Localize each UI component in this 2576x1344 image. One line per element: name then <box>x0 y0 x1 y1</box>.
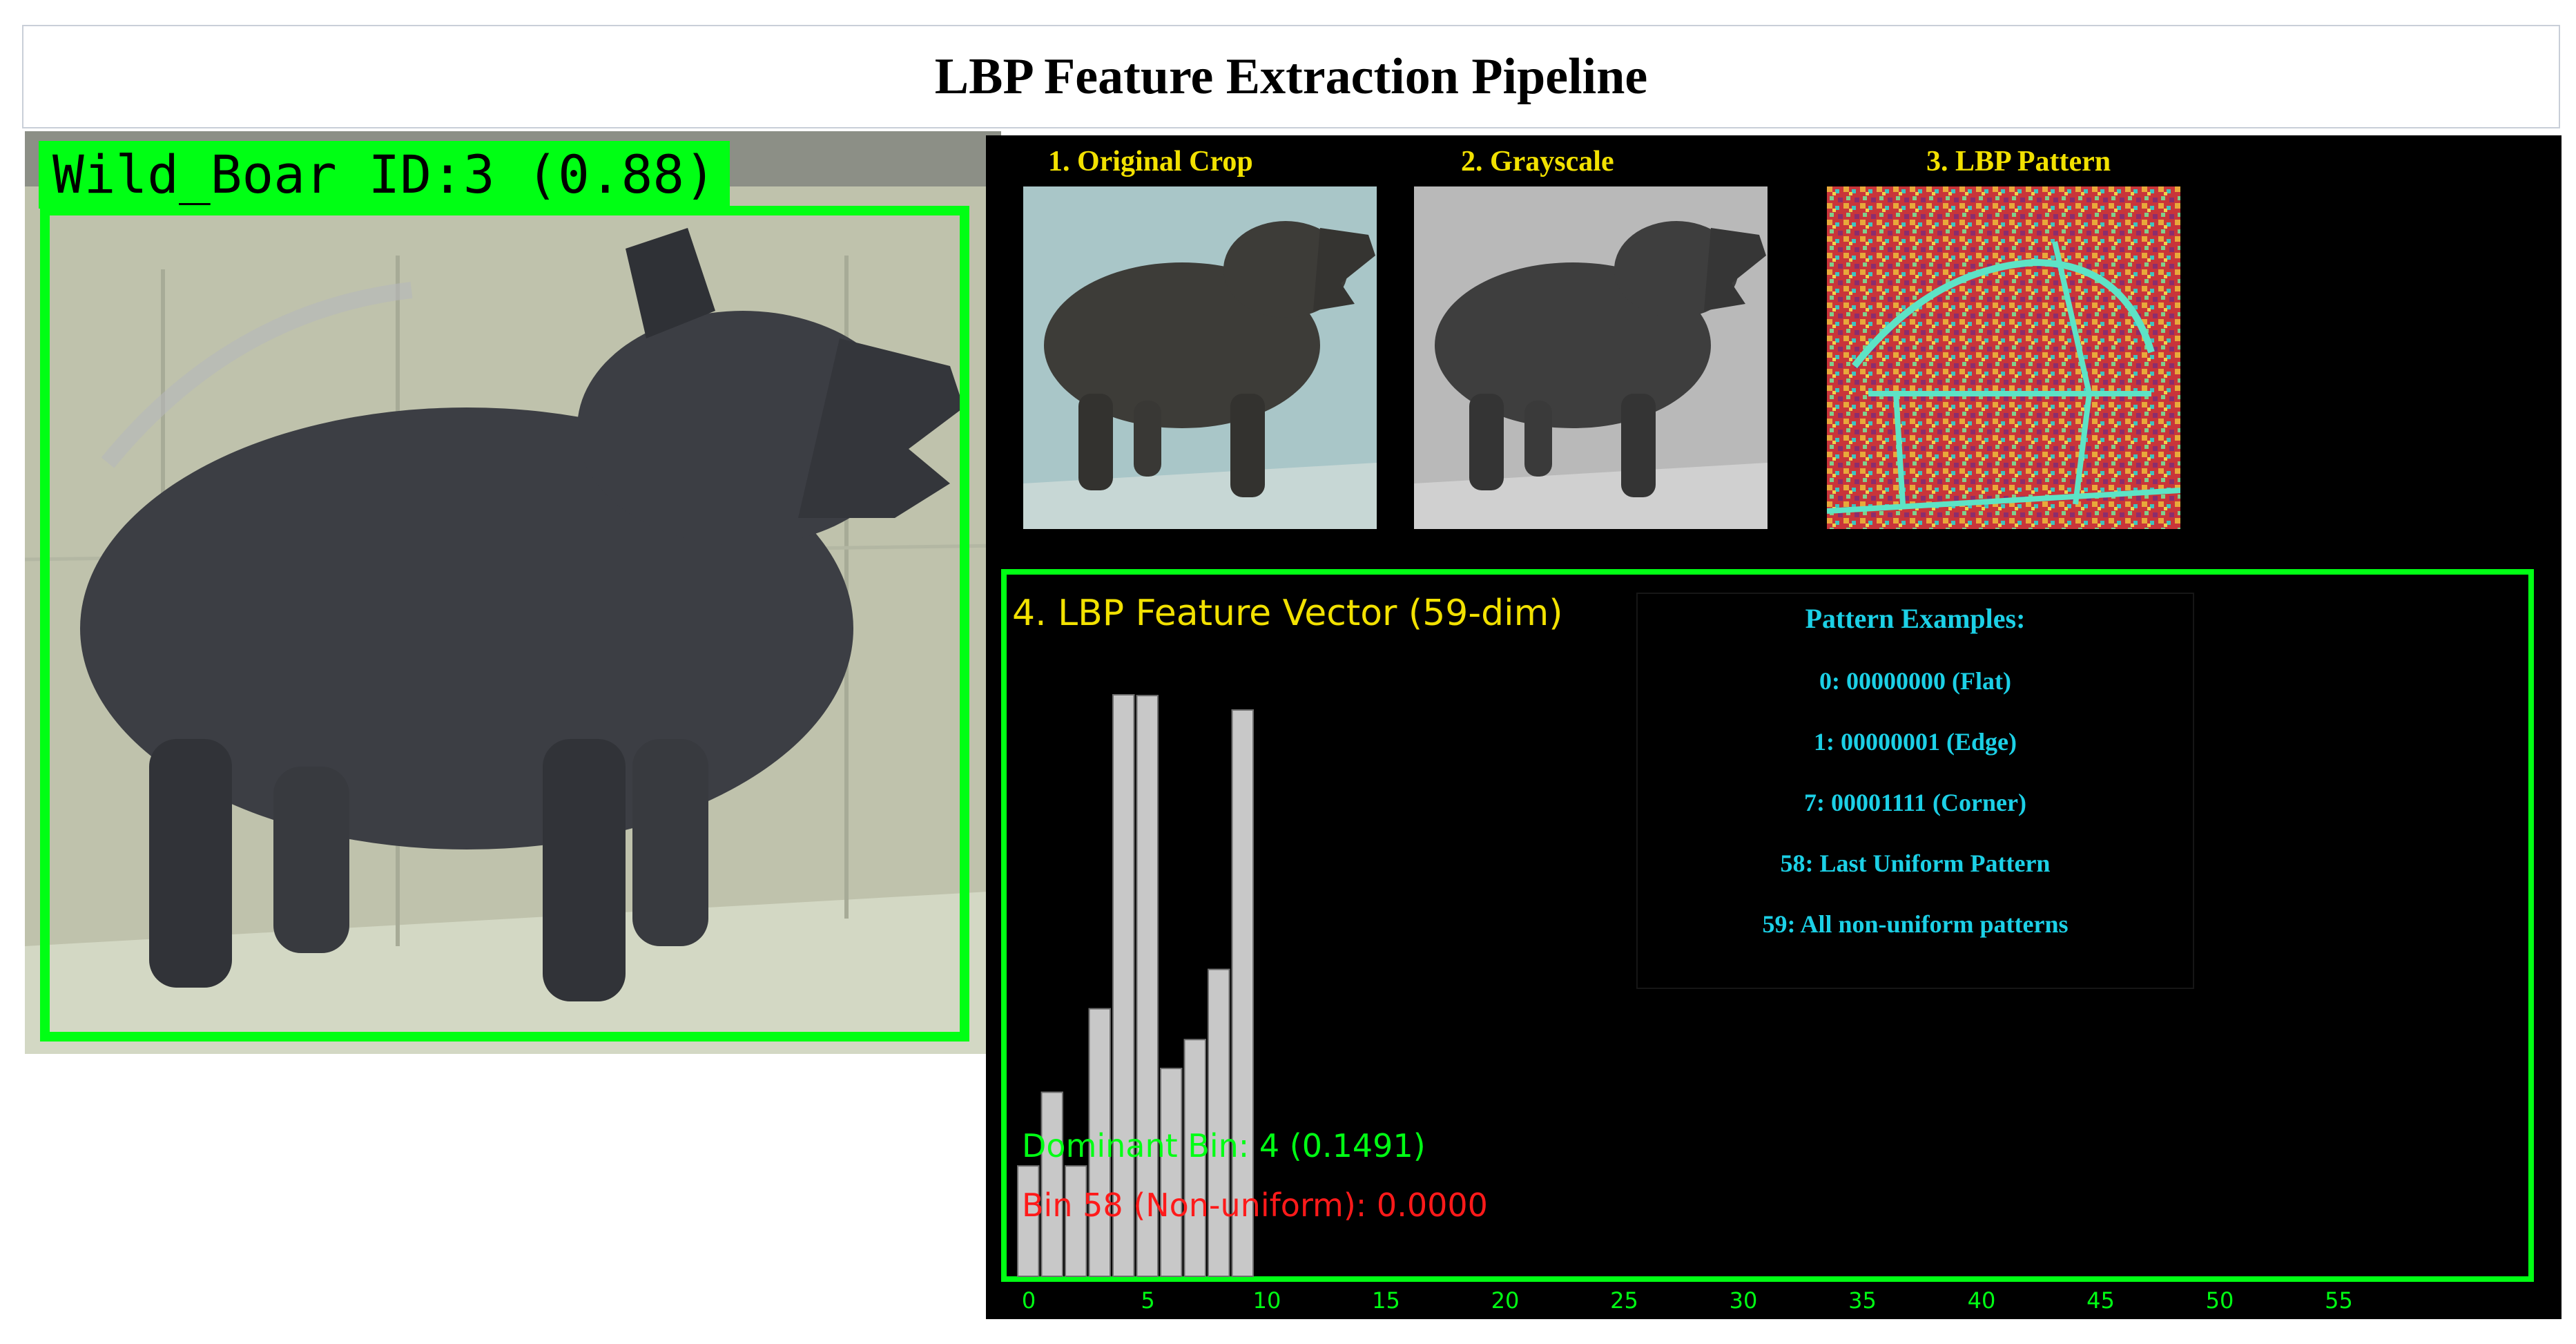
pipeline-panel: 1. Original Crop 2. Grayscale 3. LBP Pat… <box>986 135 2562 1319</box>
step-lbp-label: 3. LBP Pattern <box>1926 146 2111 177</box>
title-bar: LBP Feature Extraction Pipeline <box>22 25 2560 128</box>
histogram-bar <box>1112 694 1135 1277</box>
boar-crop-color-icon <box>1023 186 1377 529</box>
x-tick-label: 0 <box>1021 1287 1036 1314</box>
x-tick-label: 10 <box>1252 1287 1281 1314</box>
x-tick-label: 45 <box>2086 1287 2115 1314</box>
step-grayscale-label: 2. Grayscale <box>1461 146 1614 177</box>
x-tick-label: 15 <box>1372 1287 1400 1314</box>
page-title: LBP Feature Extraction Pipeline <box>934 48 1648 105</box>
x-tick-label: 30 <box>1729 1287 1758 1314</box>
x-tick-label: 35 <box>1848 1287 1877 1314</box>
pattern-examples-box: Pattern Examples: 0: 00000000 (Flat) 1: … <box>1636 593 2194 989</box>
bin58-text: Bin 58 (Non-uniform): 0.0000 <box>1022 1187 1488 1224</box>
pattern-example-item: 1: 00000001 (Edge) <box>1814 728 2017 756</box>
histogram-bar <box>1040 1091 1063 1278</box>
x-tick-label: 25 <box>1610 1287 1638 1314</box>
pattern-examples-title: Pattern Examples: <box>1805 603 2026 634</box>
detection-label: Wild_Boar ID:3 (0.88) <box>39 141 730 209</box>
x-tick-label: 40 <box>1967 1287 1996 1314</box>
x-tick-label: 20 <box>1491 1287 1520 1314</box>
boar-photo-icon <box>25 131 1001 1054</box>
histogram-bar <box>1231 709 1254 1277</box>
histogram-bar <box>1183 1039 1206 1278</box>
histogram-bar <box>1088 1008 1111 1277</box>
lbp-histogram <box>1017 694 1254 1278</box>
detection-panel: Wild_Boar ID:3 (0.88) <box>25 131 1001 1054</box>
x-tick-label: 5 <box>1141 1287 1155 1314</box>
lbp-pattern-map-icon <box>1827 186 2180 529</box>
histogram-bar <box>1065 1165 1087 1277</box>
histogram-bar <box>1208 968 1230 1278</box>
dominant-bin-text: Dominant Bin: 4 (0.1491) <box>1022 1127 1426 1164</box>
histogram-bar <box>1136 695 1159 1277</box>
step-original-label: 1. Original Crop <box>1048 146 1253 177</box>
x-tick-label: 55 <box>2325 1287 2353 1314</box>
x-tick-label: 50 <box>2205 1287 2234 1314</box>
boar-crop-grayscale-icon <box>1414 186 1768 529</box>
feature-vector-title: 4. LBP Feature Vector (59-dim) <box>1012 593 1563 634</box>
histogram-bar <box>1017 1165 1040 1277</box>
detection-box <box>40 206 969 1041</box>
pattern-example-item: 7: 00001111 (Corner) <box>1804 789 2026 816</box>
feature-vector-box <box>1001 569 2534 1282</box>
pattern-example-item: 58: Last Uniform Pattern <box>1780 849 2051 877</box>
histogram-bar <box>1160 1068 1183 1277</box>
pattern-example-item: 0: 00000000 (Flat) <box>1819 667 2011 695</box>
pattern-example-item: 59: All non-uniform patterns <box>1762 910 2069 938</box>
